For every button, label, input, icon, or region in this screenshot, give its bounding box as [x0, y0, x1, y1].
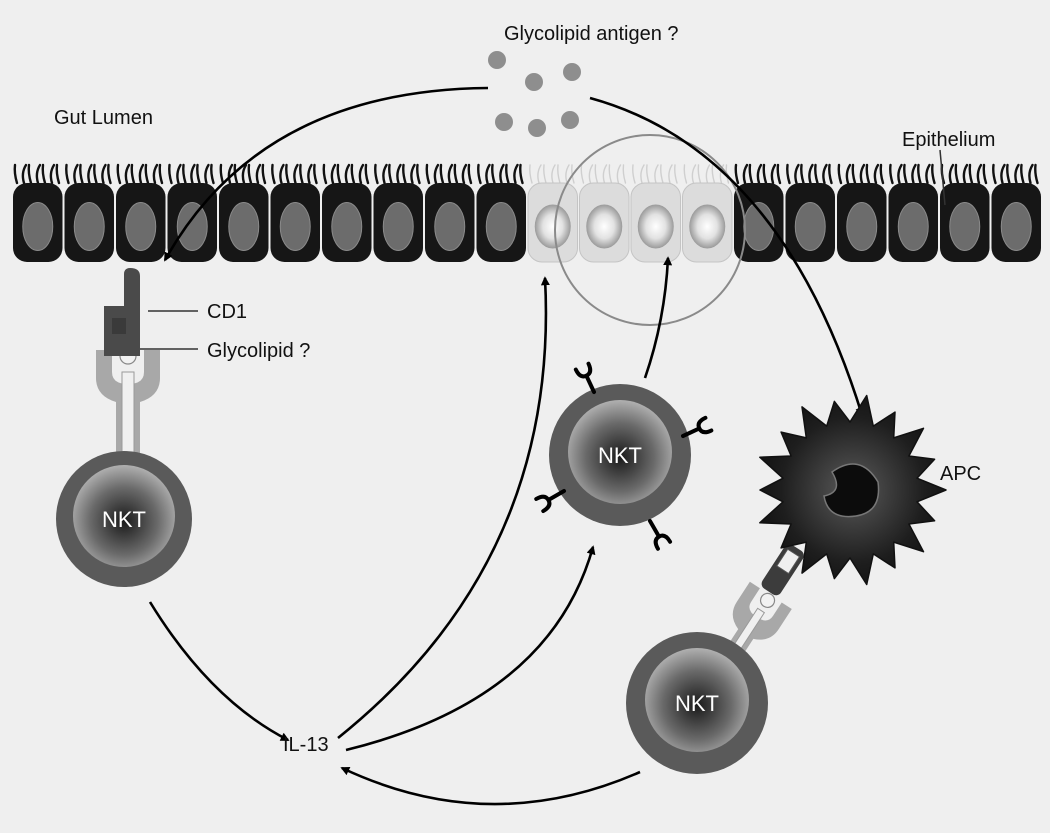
epithelial-cell: [476, 163, 526, 262]
damaged-epithelial-cell: [579, 164, 630, 263]
epithelial-cell: [167, 163, 217, 262]
epithelial-cell: [270, 163, 320, 262]
label-gut-lumen: Gut Lumen: [54, 107, 153, 129]
nkt-label-left: NKT: [102, 507, 146, 532]
arrow-nkt-bottom-to-il13: [340, 766, 641, 806]
il13-receptors: [534, 361, 714, 551]
arrow-antigen-to-cd1: [163, 86, 489, 262]
arrow-il13-to-nkt: [345, 545, 596, 752]
damaged-epithelial-cell: [682, 164, 733, 263]
arrow-il13-to-epithelium: [337, 276, 550, 740]
epithelial-cell: [64, 163, 114, 262]
epithelial-damage-circle: [554, 134, 746, 326]
epithelial-cell: [785, 163, 835, 262]
epithelial-cell: [425, 163, 475, 262]
apc-cell: [759, 394, 947, 586]
epithelial-cell: [13, 163, 63, 262]
nkt-cell-middle: [549, 384, 691, 526]
arrow-nkt-to-il13: [148, 601, 290, 742]
cd1-molecule: [104, 268, 140, 356]
label-apc: APC: [940, 463, 981, 485]
epithelial-cell: [734, 163, 784, 262]
epithelium-layer: [13, 163, 1041, 263]
epithelial-cell: [888, 163, 938, 262]
epithelial-cell: [219, 163, 269, 262]
arrows: [148, 86, 865, 806]
label-glycolipid-antigen: Glycolipid antigen ?: [504, 23, 679, 45]
epithelial-cell: [373, 163, 423, 262]
tcr-cd1-complex-left: [96, 268, 160, 469]
nkt-cell-bottom: [626, 632, 768, 774]
epithelial-cell: [322, 163, 372, 262]
leader-lines: [140, 149, 946, 350]
nkt-label-middle: NKT: [598, 443, 642, 468]
epithelial-cell: [991, 163, 1041, 262]
label-cd1: CD1: [207, 301, 247, 323]
antigen-dots: [488, 51, 581, 137]
epithelial-cell: [940, 163, 990, 262]
epithelial-cell: [116, 163, 166, 262]
arrow-nkt-to-epithelium: [643, 256, 673, 379]
apc-nucleus: [823, 463, 880, 518]
label-il13: IL-13: [283, 734, 329, 756]
damaged-epithelial-cell: [527, 164, 578, 263]
label-glycolipid: Glycolipid ?: [207, 340, 310, 362]
label-epithelium: Epithelium: [902, 129, 995, 151]
epithelial-cell: [837, 163, 887, 262]
nkt-label-bottom: NKT: [675, 691, 719, 716]
nkt-cell-left: [56, 451, 192, 587]
damaged-epithelial-cell: [630, 164, 681, 263]
arrow-antigen-to-apc: [589, 96, 865, 417]
